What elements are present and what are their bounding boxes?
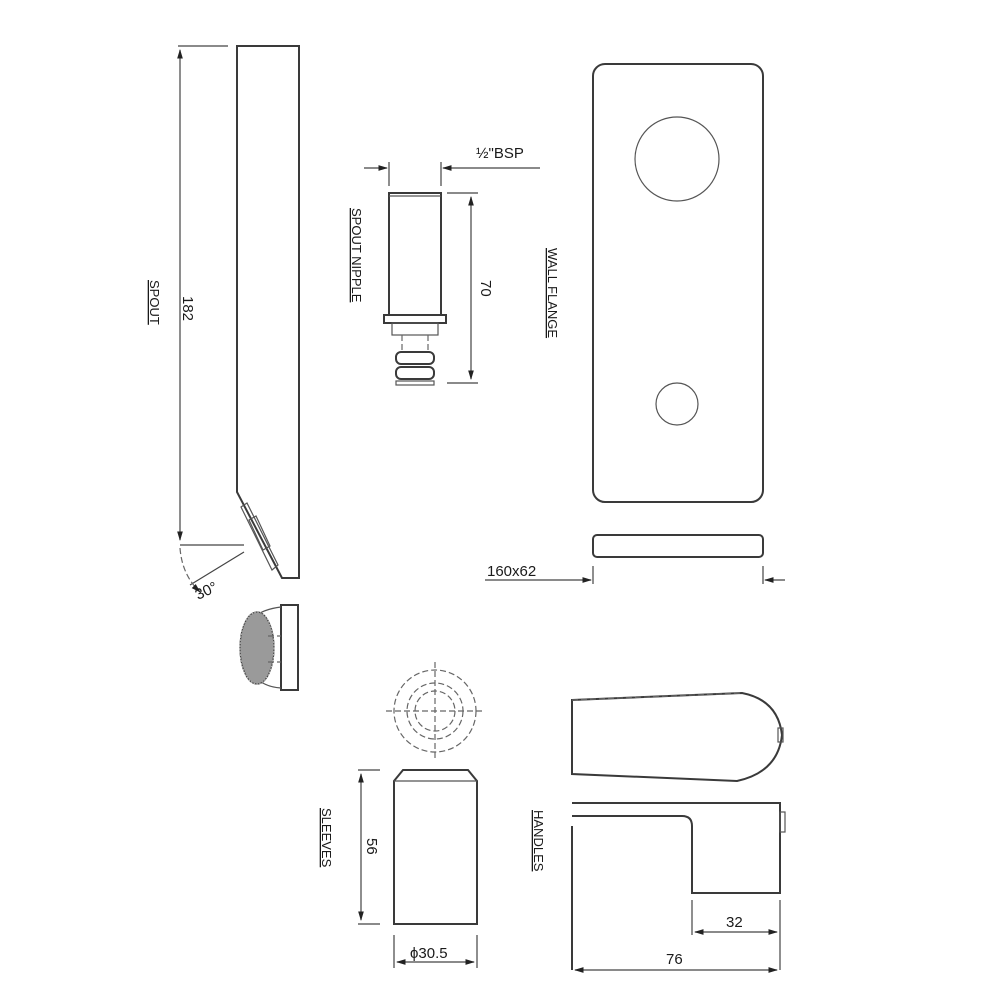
handle-overall-dimension: 76	[666, 951, 683, 968]
spout-drawing: 182 SPOUT 30°	[147, 45, 300, 691]
handle-inner-dimension: 32	[726, 914, 743, 931]
wall-flange-drawing: 160x62 WALL FLANGE	[485, 63, 785, 584]
flange-size-dimension: 160x62	[487, 563, 536, 580]
handles-label: HANDLES	[531, 810, 546, 872]
spout-label: SPOUT	[147, 280, 162, 325]
nipple-length-dimension: 70	[477, 280, 494, 297]
spout-length-dimension: 182	[179, 296, 196, 321]
handles-drawing: 32 76 HANDLES	[531, 691, 786, 973]
sleeves-drawing: 56 ϕ30.5 SLEEVES	[319, 662, 484, 968]
spout-nipple-label: SPOUT NIPPLE	[349, 208, 364, 303]
sleeve-height-dimension: 56	[363, 838, 380, 855]
sleeves-label: SLEEVES	[319, 808, 334, 868]
sleeve-diameter-dimension: ϕ30.5	[410, 945, 448, 962]
nipple-thread-dimension: ½"BSP	[476, 145, 524, 162]
aerator-detail	[239, 604, 299, 691]
spout-angle-dimension: 30°	[193, 579, 221, 604]
wall-flange-label: WALL FLANGE	[545, 248, 560, 338]
spout-nipple-drawing: ½"BSP 70 SPOUT NIPPLE	[349, 145, 540, 386]
